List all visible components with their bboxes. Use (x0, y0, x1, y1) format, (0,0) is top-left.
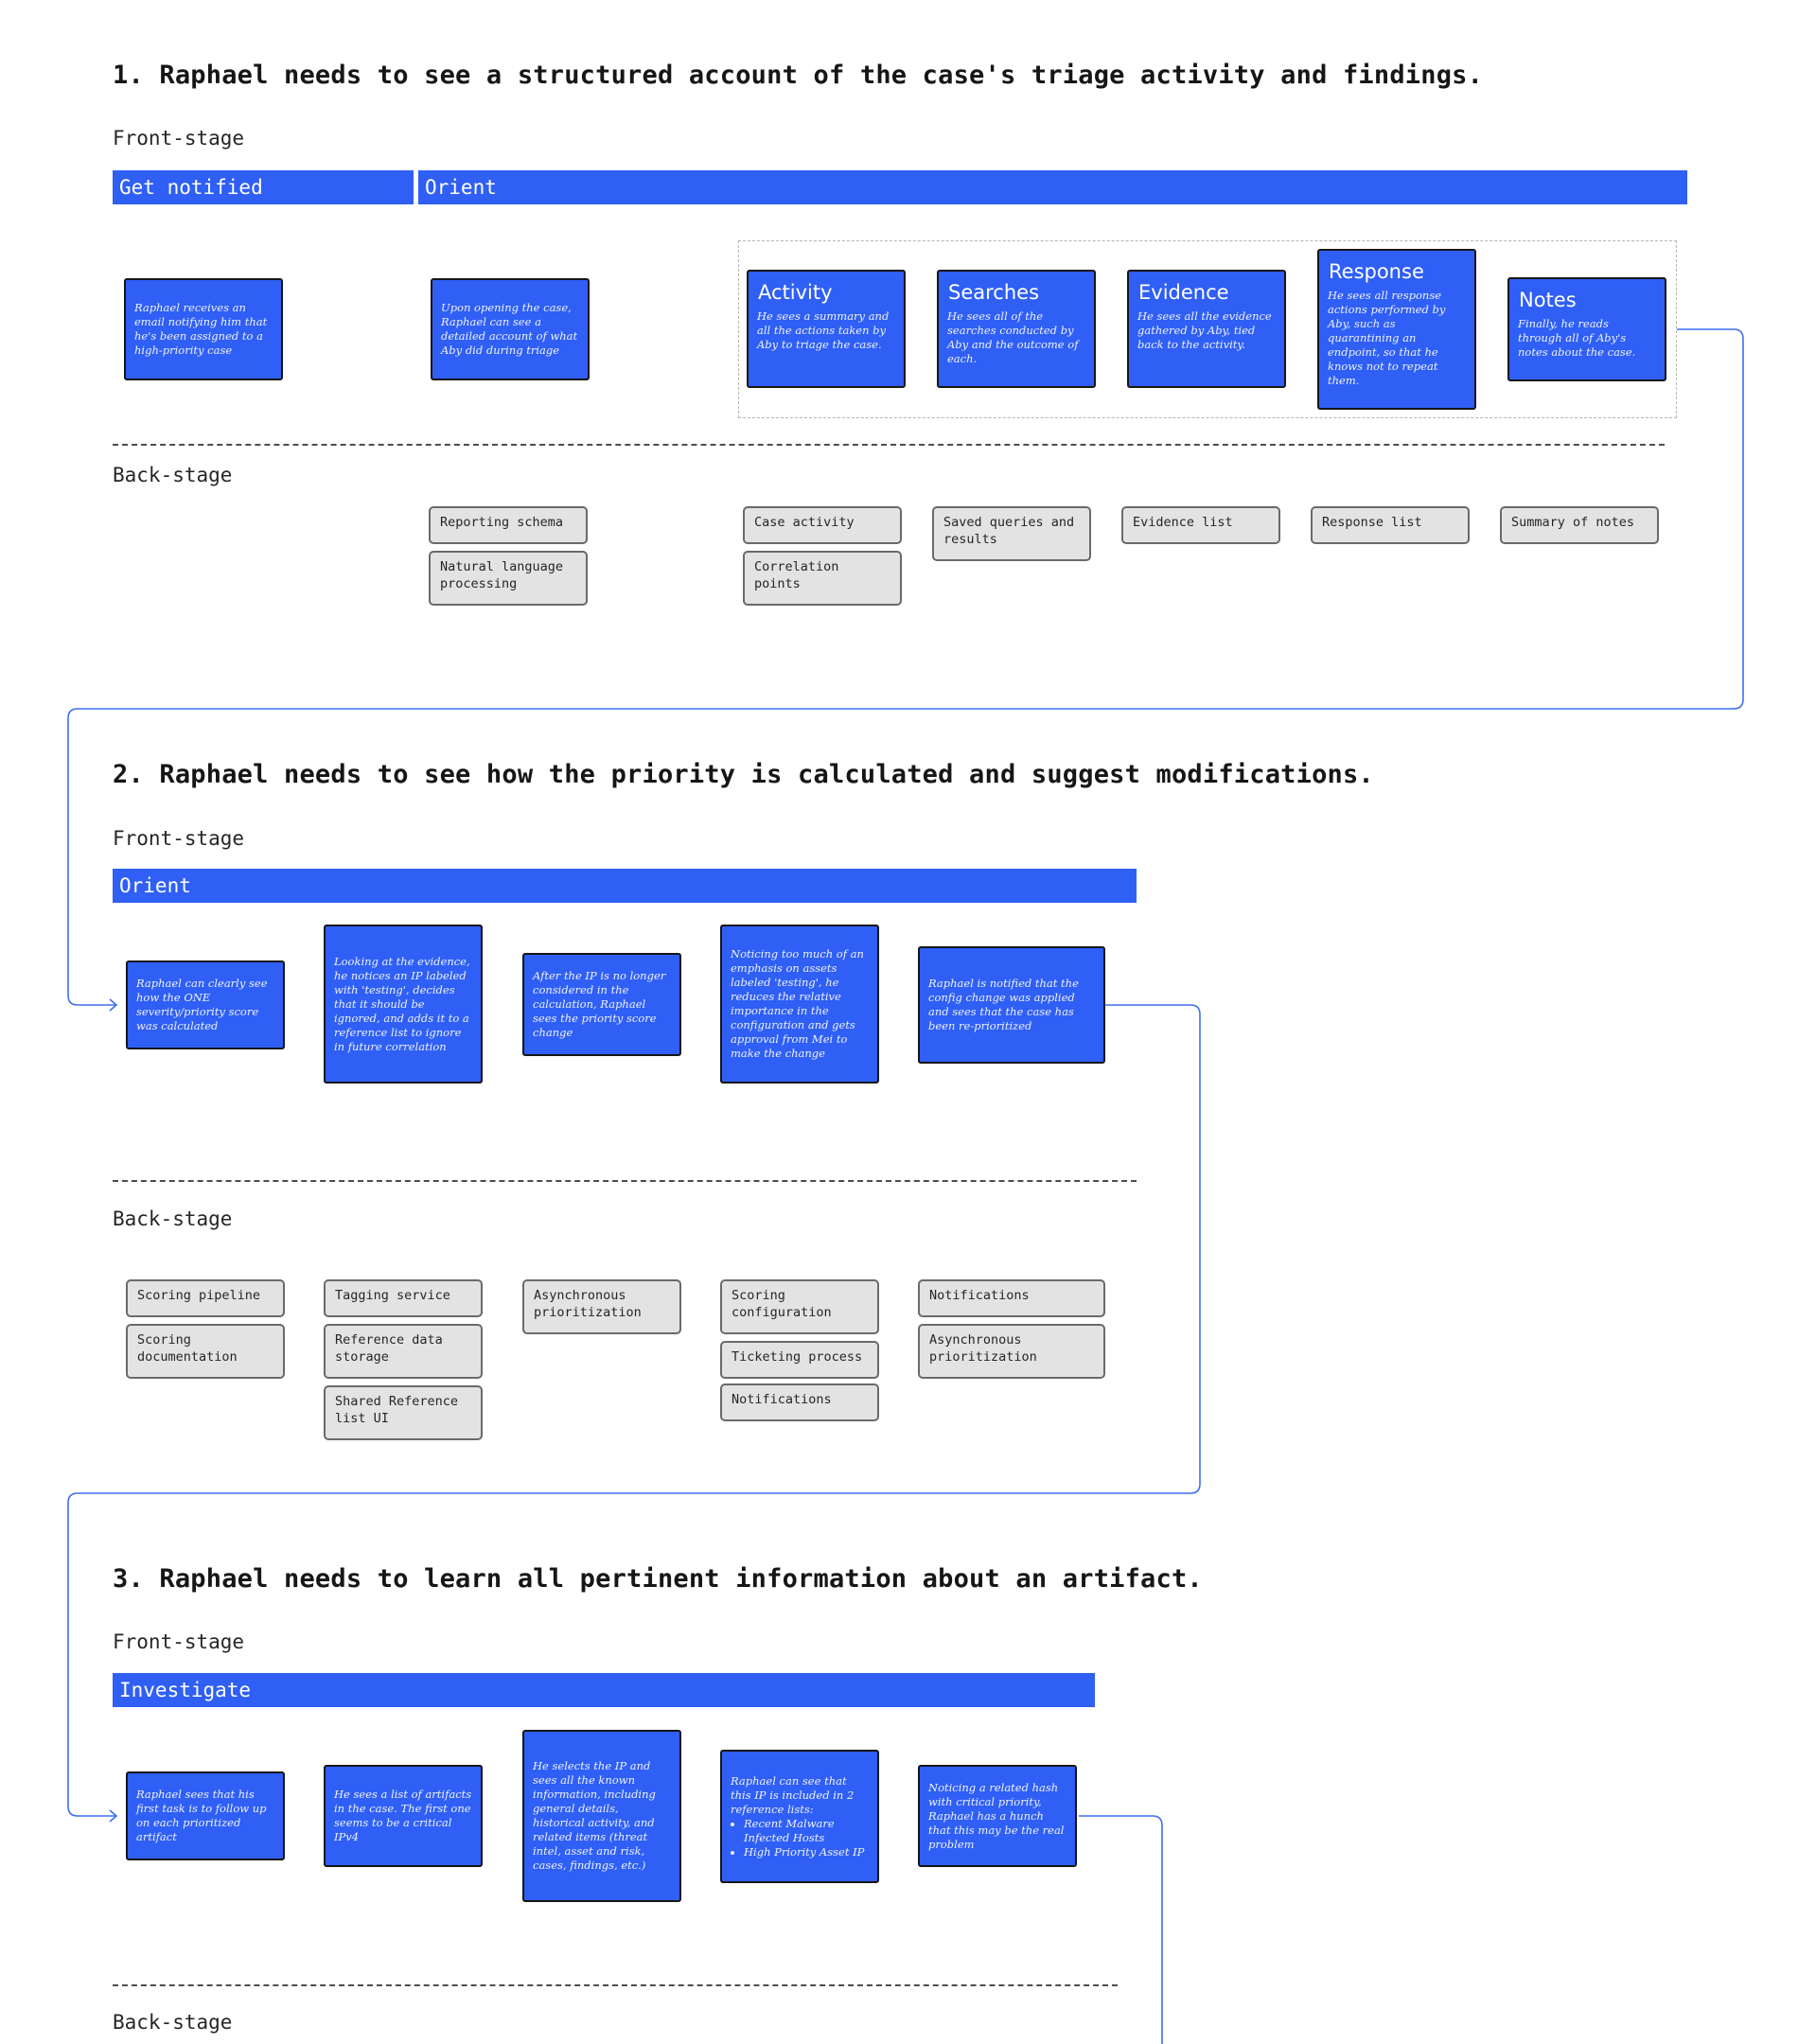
service-scoring-documentation: Scoring documentation (126, 1324, 285, 1379)
card-text: Noticing too much of an emphasis on asse… (731, 947, 864, 1060)
card-first-task: Raphael sees that his first task is to f… (126, 1771, 285, 1860)
card-evidence: Evidence He sees all the evidence gather… (1127, 270, 1286, 388)
service-saved-queries: Saved queries and results (932, 506, 1091, 561)
service-asynchronous-prioritization: Asynchronous prioritization (918, 1324, 1105, 1379)
service-natural-language-processing: Natural language processing (429, 551, 588, 606)
service-response-list: Response list (1311, 506, 1470, 544)
card-artifact-list: He sees a list of artifacts in the case.… (324, 1765, 483, 1867)
stage-divider (113, 1984, 1118, 1986)
section-2-front-stage-label: Front-stage (113, 827, 245, 850)
phase-investigate: Investigate (113, 1673, 1095, 1707)
card-response: Response He sees all response actions pe… (1317, 249, 1476, 410)
service-reference-data-storage: Reference data storage (324, 1324, 483, 1379)
connector-s1-to-s2 (67, 328, 1744, 1006)
reference-list-bullets: Recent Malware Infected Hosts High Prior… (731, 1817, 869, 1859)
card-activity: Activity He sees a summary and all the a… (747, 270, 906, 388)
phase-orient: Orient (418, 170, 1687, 204)
service-shared-reference-list-ui: Shared Reference list UI (324, 1385, 483, 1440)
card-text: He sees a summary and all the actions ta… (757, 309, 890, 351)
card-related-hash: Noticing a related hash with critical pr… (918, 1765, 1077, 1867)
card-text: He sees all the evidence gathered by Aby… (1137, 309, 1272, 351)
card-text: Raphael can clearly see how the ONE seve… (136, 977, 268, 1032)
connector-s3-continue (1079, 1815, 1163, 2044)
connector-s2-to-s3 (67, 1004, 1201, 1817)
service-correlation-points: Correlation points (743, 551, 902, 606)
card-text: He sees all of the searches conducted by… (947, 309, 1079, 365)
list-item: High Priority Asset IP (744, 1845, 869, 1859)
card-reprioritized: Raphael is notified that the config chan… (918, 946, 1105, 1064)
card-score-calculation: Raphael can clearly see how the ONE seve… (126, 960, 285, 1049)
card-text: He sees a list of artifacts in the case.… (334, 1788, 472, 1843)
card-searches: Searches He sees all of the searches con… (937, 270, 1096, 388)
card-title: Activity (758, 281, 833, 304)
card-text: Looking at the evidence, he notices an I… (334, 954, 470, 1053)
section-2-title: 2. Raphael needs to see how the priority… (113, 760, 1374, 789)
card-text: Raphael can see that this IP is included… (731, 1773, 855, 1816)
section-3-back-stage-label: Back-stage (113, 2011, 233, 2034)
service-notifications: Notifications (720, 1383, 879, 1421)
card-notes: Notes Finally, he reads through all of A… (1507, 277, 1666, 381)
card-ignore-ip: Looking at the evidence, he notices an I… (324, 925, 483, 1084)
service-notifications: Notifications (918, 1279, 1105, 1317)
service-reporting-schema: Reporting schema (429, 506, 588, 544)
card-text: Raphael receives an email notifying him … (134, 301, 268, 357)
card-text-block: Raphael can see that this IP is included… (722, 1774, 877, 1859)
card-reduce-importance: Noticing too much of an emphasis on asse… (720, 925, 879, 1084)
card-text: After the IP is no longer considered in … (533, 969, 666, 1039)
section-3-title: 3. Raphael needs to learn all pertinent … (113, 1564, 1203, 1594)
service-tagging-service: Tagging service (324, 1279, 483, 1317)
service-asynchronous-prioritization: Asynchronous prioritization (522, 1279, 681, 1334)
card-title: Response (1329, 260, 1424, 283)
card-email-notification: Raphael receives an email notifying him … (124, 278, 283, 380)
section-1-front-stage-label: Front-stage (113, 127, 245, 150)
service-scoring-configuration: Scoring configuration (720, 1279, 879, 1334)
stage-divider (113, 1180, 1137, 1182)
list-item: Recent Malware Infected Hosts (744, 1817, 869, 1845)
card-title: Notes (1519, 289, 1577, 311)
card-title: Searches (948, 281, 1040, 304)
orient-detail-group (738, 240, 1677, 418)
card-text: He selects the IP and sees all the known… (533, 1759, 656, 1872)
service-scoring-pipeline: Scoring pipeline (126, 1279, 285, 1317)
service-ticketing-process: Ticketing process (720, 1341, 879, 1379)
card-reference-lists: Raphael can see that this IP is included… (720, 1750, 879, 1883)
card-text: Finally, he reads through all of Aby's n… (1518, 317, 1636, 359)
section-3-front-stage-label: Front-stage (113, 1630, 245, 1653)
phase-orient: Orient (113, 869, 1137, 903)
service-summary-of-notes: Summary of notes (1500, 506, 1659, 544)
card-ip-details: He selects the IP and sees all the known… (522, 1730, 681, 1902)
section-1-back-stage-label: Back-stage (113, 464, 233, 486)
card-text: He sees all response actions performed b… (1328, 289, 1446, 387)
service-evidence-list: Evidence list (1121, 506, 1280, 544)
section-2-back-stage-label: Back-stage (113, 1207, 233, 1230)
card-text: Upon opening the case, Raphael can see a… (441, 301, 578, 357)
card-text: Noticing a related hash with critical pr… (928, 1780, 1065, 1851)
section-1-title: 1. Raphael needs to see a structured acc… (113, 61, 1484, 90)
phase-get-notified: Get notified (113, 170, 414, 204)
card-title: Evidence (1138, 281, 1229, 304)
stage-divider (113, 444, 1665, 446)
card-text: Raphael sees that his first task is to f… (136, 1788, 267, 1843)
card-score-change: After the IP is no longer considered in … (522, 953, 681, 1056)
card-open-case: Upon opening the case, Raphael can see a… (431, 278, 590, 380)
card-text: Raphael is notified that the config chan… (928, 977, 1079, 1032)
service-case-activity: Case activity (743, 506, 902, 544)
